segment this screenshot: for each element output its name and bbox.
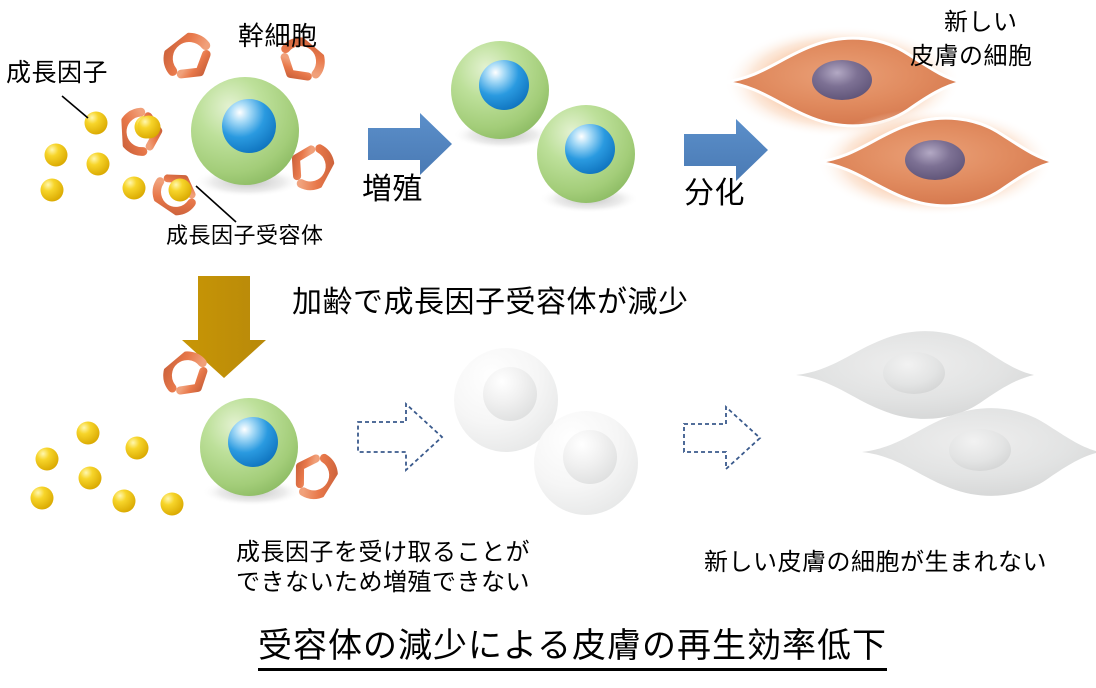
ghost-cell-2 [534, 411, 638, 515]
skin-cell-2 [816, 108, 1056, 216]
bound-growth-factor-dot [137, 115, 161, 139]
dashed-arrow-1 [357, 401, 444, 473]
stem-cell-label: 幹細胞 [238, 22, 318, 52]
new-skin-cell-label-line1: 新しい [944, 8, 1018, 36]
stem-cell-top [121, 29, 337, 219]
page-title: 受容体の減少による皮膚の再生効率低下 [258, 626, 887, 672]
aging-label: 加齢で成長因子受容体が減少 [292, 285, 689, 320]
growth-factor-dots-top [40, 111, 158, 202]
no-new-skin-label: 新しい皮膚の細胞が生まれない [704, 548, 1047, 576]
stem-cell-aged [160, 348, 341, 506]
ghost-cell-1 [454, 348, 558, 452]
bound-growth-factor-dot [168, 178, 192, 202]
growth-factor-dots-bottom [30, 421, 184, 516]
no-proliferation-label-line1: 成長因子を受け取ることが [236, 538, 530, 566]
no-proliferation-label-line2: できないため増殖できない [236, 568, 530, 596]
ghost-skin-cell-2 [862, 408, 1096, 496]
new-skin-cell-label-line2: 皮膚の細胞 [910, 42, 1033, 70]
growth-factor-leader-line [61, 95, 89, 119]
daughter-cell-1 [451, 41, 553, 149]
proliferation-label: 増殖 [362, 172, 423, 207]
differentiation-label: 分化 [684, 176, 745, 211]
dashed-arrow-2 [683, 404, 762, 472]
growth-factor-label: 成長因子 [6, 58, 109, 87]
ghost-skin-cell-1 [796, 331, 1034, 419]
receptor-label: 成長因子受容体 [166, 224, 324, 249]
aging-arrow [182, 276, 266, 378]
receptor-leader-line [195, 185, 237, 223]
differentiation-arrow [684, 119, 768, 181]
proliferation-arrow [368, 113, 452, 175]
daughter-cell-2 [537, 105, 639, 213]
